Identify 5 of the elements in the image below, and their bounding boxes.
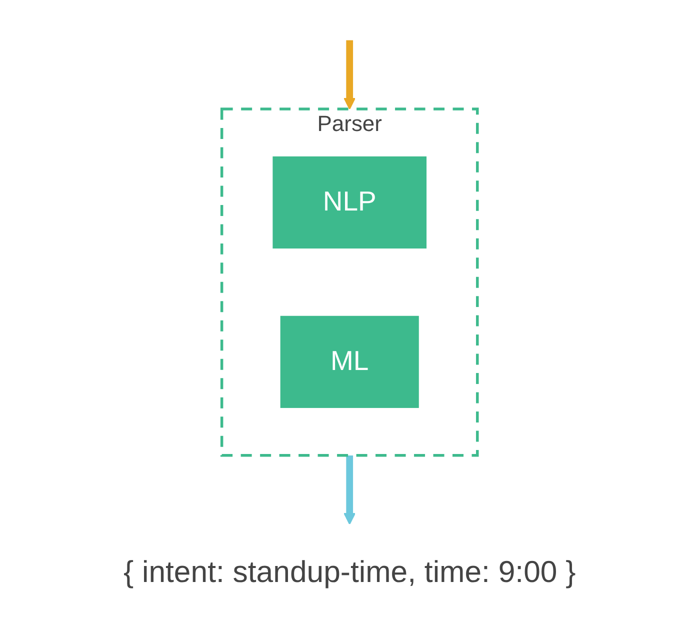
arrow: [343, 454, 356, 524]
arrow: [343, 40, 356, 110]
node-box: ML: [280, 315, 419, 408]
node-text: { intent: standup-time, time: 9:00 }: [123, 554, 576, 588]
node-box: NLP: [272, 156, 426, 248]
